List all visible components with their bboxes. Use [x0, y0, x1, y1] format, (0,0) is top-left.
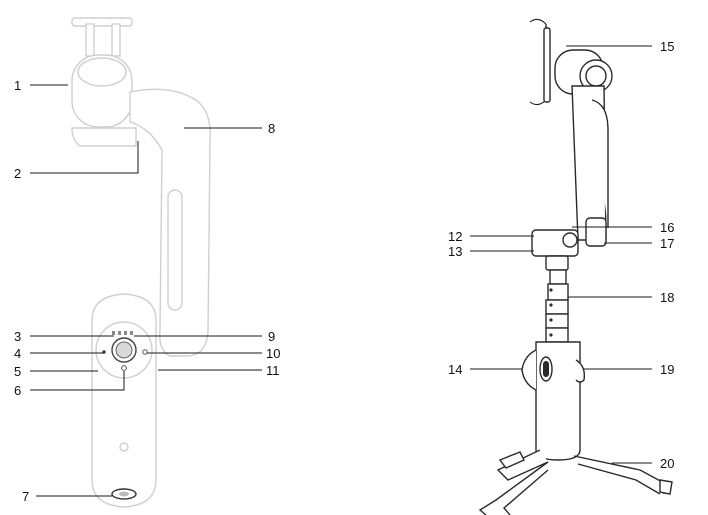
handle [91, 293, 157, 508]
callout-11: 11 [266, 363, 280, 378]
callout-16: 16 [660, 220, 674, 235]
callout-18: 18 [660, 290, 674, 305]
vertical-arm [571, 85, 609, 247]
callout-4: 4 [14, 346, 21, 361]
callout-labels: 1 2 3 4 5 6 7 8 9 10 11 12 13 14 15 16 1… [14, 39, 674, 504]
callout-10: 10 [266, 346, 280, 361]
callout-1: 1 [14, 78, 21, 93]
left-device [71, 17, 211, 508]
callout-12: 12 [448, 229, 462, 244]
callout-9: 9 [268, 329, 275, 344]
pan-motor [531, 229, 579, 271]
callout-14: 14 [448, 362, 462, 377]
motor-head [554, 49, 613, 95]
tripod-legs [478, 449, 673, 515]
callout-8: 8 [268, 121, 275, 136]
folding-arm [71, 88, 211, 357]
battery-indicator-leds [112, 331, 133, 335]
callout-3: 3 [14, 329, 21, 344]
callout-2: 2 [14, 166, 21, 181]
callout-20: 20 [660, 456, 674, 471]
handle-right [521, 341, 586, 461]
callout-5: 5 [14, 364, 21, 379]
extension-rod [545, 269, 569, 343]
phone-clamp [71, 17, 133, 128]
callout-17: 17 [660, 236, 674, 251]
callout-13: 13 [448, 244, 462, 259]
callout-6: 6 [14, 383, 21, 398]
callout-15: 15 [660, 39, 674, 54]
callout-19: 19 [660, 362, 674, 377]
right-device [478, 18, 673, 515]
callout-7: 7 [22, 489, 29, 504]
leader-lines [30, 45, 652, 497]
phone-clamp-right [529, 18, 551, 106]
